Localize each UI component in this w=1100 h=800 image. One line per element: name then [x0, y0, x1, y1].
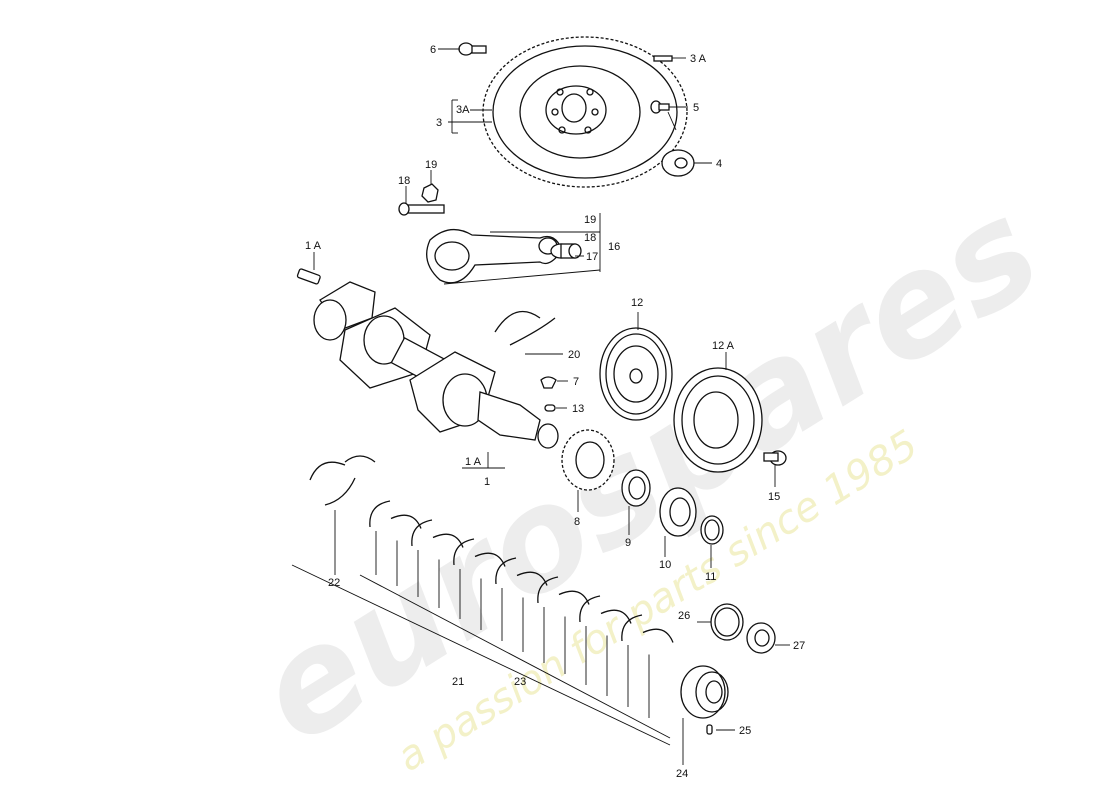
stud-3a [653, 55, 673, 62]
callout-21: 21 [452, 676, 464, 688]
callout-26: 26 [678, 610, 690, 622]
callout-22: 22 [328, 577, 340, 589]
callout-7: 7 [573, 376, 579, 388]
rod-nut-19 [421, 183, 439, 203]
callout-12a: 12 A [712, 340, 735, 352]
thrust-bearing-24 [680, 665, 729, 719]
callout-19-left: 19 [425, 159, 437, 171]
pin-25 [706, 724, 713, 735]
watermark: eurospares a passion for parts since 198… [230, 168, 1067, 780]
callout-25: 25 [739, 725, 751, 737]
bearing-shell [579, 595, 601, 623]
bearing-shells-21-23 [369, 500, 674, 718]
callout-17: 17 [586, 251, 598, 263]
callout-3: 3 [436, 117, 442, 129]
leader-lines [291, 48, 790, 765]
callout-18-group: 18 [584, 232, 596, 244]
callout-23: 23 [514, 676, 526, 688]
callout-1a-top: 1 A [305, 240, 322, 252]
seal-10 [659, 487, 697, 537]
bearing-27 [746, 622, 776, 654]
callout-4: 4 [716, 158, 722, 170]
dowel-1a [296, 268, 321, 285]
callout-6: 6 [430, 44, 436, 56]
pulley-12 [599, 327, 673, 421]
rod-bushing-17 [550, 243, 582, 259]
callout-9: 9 [625, 537, 631, 549]
rod-bolt-18 [398, 202, 445, 216]
gear-8 [561, 429, 615, 491]
callout-1a-bottom: 1 A [465, 456, 482, 468]
callout-19-group: 19 [584, 214, 596, 226]
bolt-15 [763, 450, 787, 466]
callout-16: 16 [608, 241, 620, 253]
watermark-brand: eurospares [230, 168, 1067, 775]
bearing-shell [642, 628, 674, 643]
callout-5: 5 [693, 102, 699, 114]
callout-18-left: 18 [398, 175, 410, 187]
callout-24: 24 [676, 768, 688, 780]
bearing-shell [369, 500, 391, 528]
pulley-12a [673, 367, 763, 473]
callout-labels: 6 3 A 3 3A 5 4 18 19 19 18 17 16 1 A 12 … [305, 44, 805, 780]
crankshaft [313, 281, 559, 449]
callout-13: 13 [572, 403, 584, 415]
bearing-shell [537, 576, 559, 604]
woodruff-key-7 [540, 376, 557, 389]
ring-26 [710, 603, 744, 641]
callout-3a-brace: 3A [456, 104, 470, 116]
spacer-4 [661, 149, 695, 177]
callout-1: 1 [484, 476, 490, 488]
callout-12: 12 [631, 297, 643, 309]
key-13 [544, 404, 556, 412]
callout-27: 27 [793, 640, 805, 652]
callout-3a-top: 3 A [690, 53, 707, 65]
ring-11 [700, 515, 724, 545]
flywheel-bolt-6 [458, 42, 487, 56]
callout-11: 11 [705, 571, 716, 583]
bolt-5 [650, 100, 670, 114]
callout-20: 20 [568, 349, 580, 361]
bearing-shells-20 [494, 310, 556, 346]
bearing-shell [621, 614, 643, 642]
callout-15: 15 [768, 491, 780, 503]
callout-10: 10 [659, 559, 671, 571]
flywheel [482, 36, 688, 188]
connecting-rod [426, 228, 563, 284]
bearing-shell [411, 519, 433, 547]
ring-9 [621, 469, 651, 507]
callout-8: 8 [574, 516, 580, 528]
bearing-shell [453, 538, 475, 566]
bearing-22 [309, 455, 376, 506]
bearing-shell [495, 557, 517, 585]
